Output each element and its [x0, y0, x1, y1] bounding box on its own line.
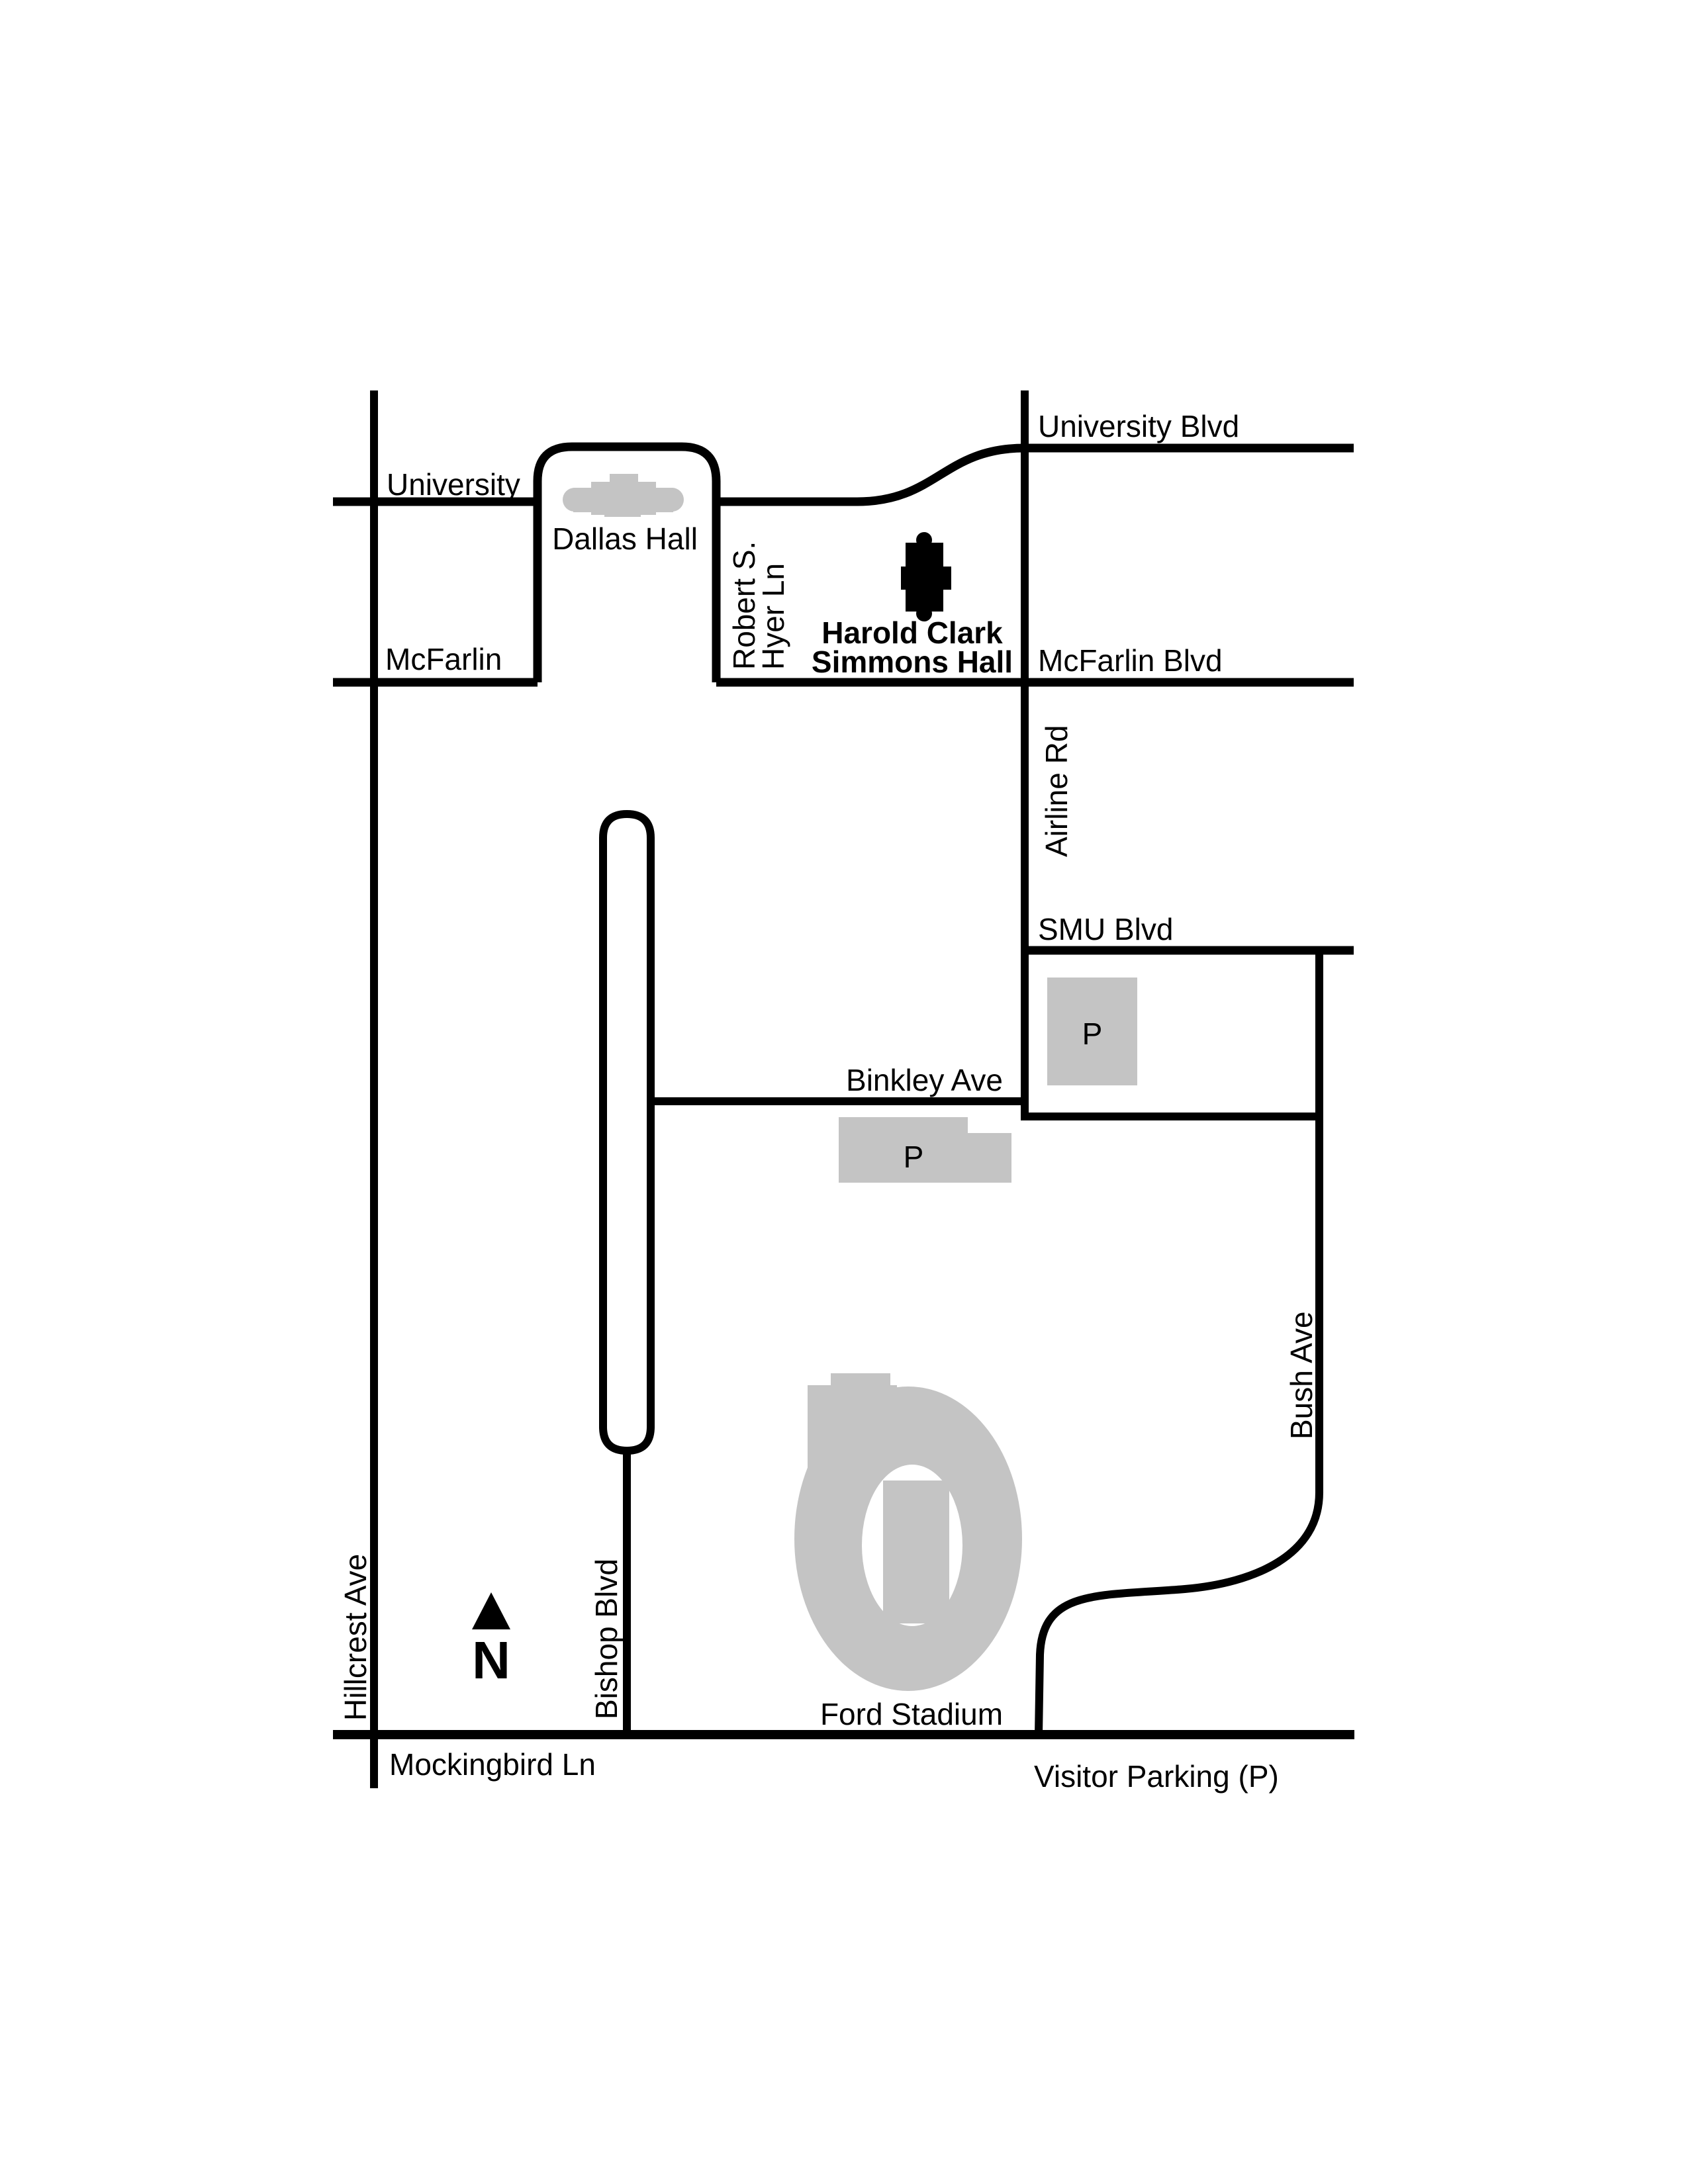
- robert-s-hyer-ln-label-line1: Robert S.: [727, 541, 761, 670]
- bishop-blvd-label: Bishop Blvd: [589, 1559, 624, 1719]
- dallas-hall-building: [563, 474, 684, 517]
- north-arrow-icon: [472, 1592, 510, 1629]
- university-blvd-road: [716, 443, 1354, 506]
- mcfarlin-blvd-label: McFarlin Blvd: [1038, 643, 1223, 678]
- bush-ave-label: Bush Ave: [1284, 1311, 1319, 1439]
- airline-rd-road: [1021, 390, 1319, 1120]
- hillcrest-ave-label: Hillcrest Ave: [338, 1554, 373, 1721]
- parking-lot-binkley-label: P: [904, 1140, 924, 1174]
- bishop-blvd-oval-road: [599, 809, 655, 1455]
- mockingbird-ln-label: Mockingbird Ln: [389, 1747, 596, 1782]
- visitor-parking-legend: Visitor Parking (P): [1034, 1759, 1279, 1794]
- north-compass: N: [472, 1592, 510, 1690]
- ford-stadium-building: [794, 1373, 1022, 1691]
- simmons-hall-label-line2: Simmons Hall: [812, 645, 1013, 679]
- university-blvd-label: University Blvd: [1038, 409, 1239, 443]
- binkley-ave-label: Binkley Ave: [846, 1063, 1003, 1097]
- airline-rd-label: Airline Rd: [1039, 725, 1074, 857]
- parking-lot-binkley: [839, 1117, 1011, 1183]
- dallas-hall-loop-road: [533, 442, 721, 682]
- simmons-hall-building: [901, 532, 951, 621]
- dallas-hall-label: Dallas Hall: [552, 522, 698, 556]
- mcfarlin-label: McFarlin: [385, 642, 502, 676]
- parking-lot-smu: [1047, 978, 1137, 1085]
- smu-blvd-label: SMU Blvd: [1038, 912, 1173, 946]
- robert-s-hyer-ln-label-line2: Hyer Ln: [756, 563, 790, 670]
- ford-stadium-label: Ford Stadium: [820, 1697, 1003, 1731]
- simmons-hall-label-line1: Harold Clark: [821, 615, 1003, 650]
- university-street-label: University: [387, 467, 520, 502]
- bush-ave-road: [1035, 946, 1323, 1735]
- parking-lot-smu-label: P: [1082, 1017, 1103, 1051]
- north-label: N: [472, 1631, 510, 1690]
